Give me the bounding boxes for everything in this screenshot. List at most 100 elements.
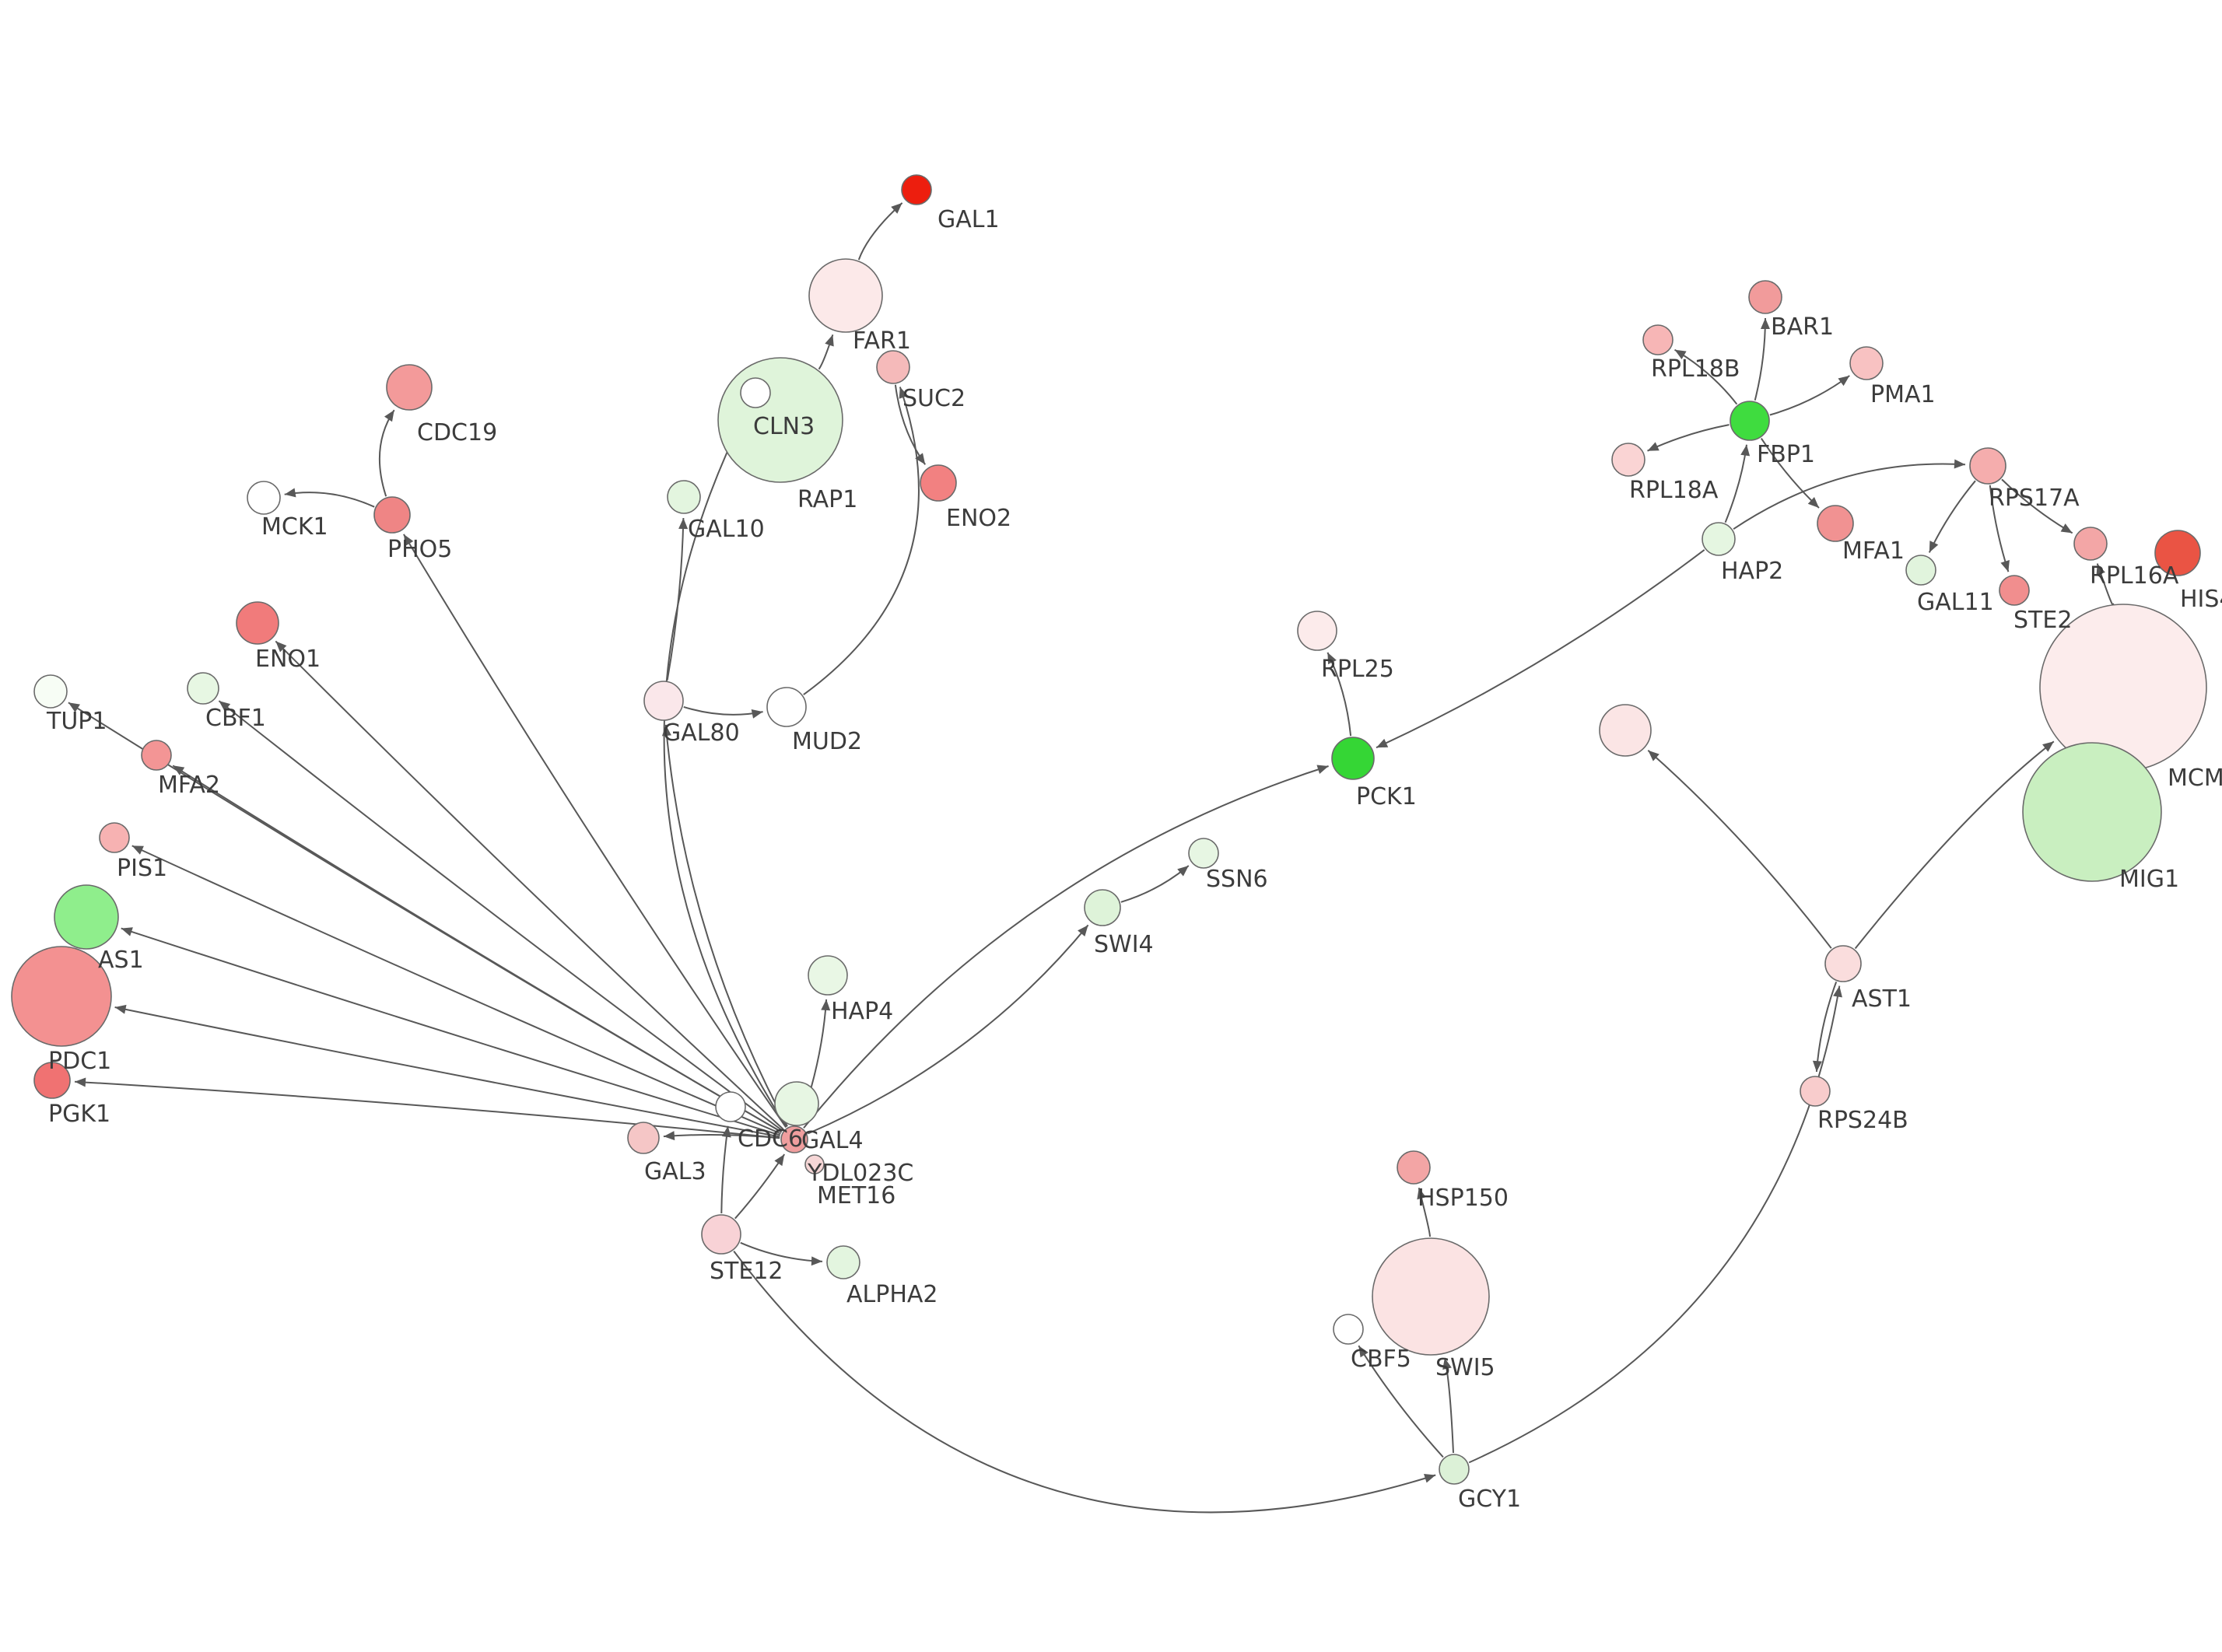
node-STE2[interactable] [1999,575,2030,606]
node-PHO5[interactable] [373,496,411,534]
node-SUC2[interactable] [876,350,910,384]
edge-GAL4-GAL80[interactable] [661,724,788,1127]
node-GAL3[interactable] [627,1122,660,1154]
edge-GAL4-PIS1[interactable] [131,845,781,1135]
edge-FBP1-BAR1[interactable] [1754,317,1770,401]
edge-STE12-GCY1[interactable] [733,1250,1436,1514]
node-SWI5[interactable] [1372,1237,1490,1356]
node-SSN6[interactable] [1188,838,1219,869]
node-ENO2[interactable] [920,464,957,502]
edge-GAL4-PCK1[interactable] [803,765,1329,1129]
edge-RPS17A-GAL11[interactable] [1928,480,1976,553]
edge-GAL4-MFA2[interactable] [172,765,783,1133]
edge-AST1-MCM1[interactable] [1854,740,2055,950]
node-MFA1[interactable] [1817,505,1854,542]
node-FAR1[interactable] [808,258,883,333]
edge-GCY1-SWI5[interactable] [1442,1357,1454,1454]
edge-GAL4-PGK1[interactable] [74,1077,780,1139]
node-HAP2[interactable] [1702,522,1736,556]
edge-GAL4-CBF1[interactable] [218,700,783,1132]
edge-RPS17A-RPL16A[interactable] [2001,478,2073,534]
edge-FAR1-GAL1[interactable] [857,202,903,261]
edge-MUD2-SUC2[interactable] [803,387,920,695]
edge-HAP2-RPS17A[interactable] [1733,459,1966,530]
edge-STE12-CDC6[interactable] [720,1125,731,1214]
edge-GAL4-GAL3[interactable] [663,1131,780,1141]
node-GAL11[interactable] [1905,555,1936,586]
node-GCY1[interactable] [1439,1454,1470,1485]
edge-SWI4-SSN6[interactable] [1120,865,1190,903]
node-RPL16A[interactable] [2073,527,2108,561]
node-TUP1[interactable] [33,674,68,709]
node-MUD2[interactable] [766,687,807,727]
node-PCK1[interactable] [1331,737,1375,780]
node-GAL4[interactable] [780,1125,808,1153]
edge-CLN3-FAR1[interactable] [818,334,834,370]
edge-GCY1-CBF5[interactable] [1358,1345,1444,1458]
edge-FBP1-RPL18B[interactable] [1674,348,1738,405]
edge-SUC2-ENO2[interactable] [894,384,927,465]
node-NODE1[interactable] [1599,704,1652,757]
label-layer: GAL1FAR1SUC2CLN3RAP1ENO2GAL10CDC19MCK1PH… [46,206,2222,1513]
edge-STE12-GAL4[interactable] [734,1153,786,1220]
edge-SWI5-HSP150[interactable] [1417,1187,1431,1237]
node-CDC6[interactable] [715,1091,746,1122]
node-MFA2[interactable] [141,740,172,771]
node-RPS17A[interactable] [1969,447,2006,485]
node-HIS4[interactable] [2154,530,2201,576]
edge-GAL80-MUD2[interactable] [683,705,763,719]
edge-PCK1-RPL25[interactable] [1327,652,1352,737]
edge-PHO5-CDC19[interactable] [378,409,395,497]
edge-RPS17A-STE2[interactable] [1989,485,2010,572]
node-GAL1[interactable] [901,174,932,205]
node-HAP4[interactable] [808,955,848,996]
edge-STE12-ALPHA2[interactable] [740,1241,823,1266]
node-CDC19[interactable] [386,364,433,411]
node-STE12[interactable] [701,1214,741,1255]
edge-PHO5-MCK1[interactable] [284,488,375,508]
node-RPL18B[interactable] [1642,324,1674,355]
node-AST1[interactable] [1824,945,1862,982]
edge-HAP2-FBP1[interactable] [1724,444,1751,523]
node-PMA1[interactable] [1849,346,1884,380]
node-PIS1[interactable] [99,822,130,853]
node-SWI4[interactable] [1084,889,1121,926]
edge-HAP2-PCK1[interactable] [1376,549,1705,749]
node-MET16[interactable] [804,1154,825,1174]
node-GAL10[interactable] [667,480,701,514]
label-GAL1: GAL1 [938,206,1000,233]
edge-GAL4-RAP1[interactable] [663,409,787,1128]
node-PDC1[interactable] [11,946,112,1047]
node-RAP1[interactable] [740,377,771,408]
edge-GCY1-AST1[interactable] [1468,985,1842,1464]
label-CDC6: CDC6 [738,1125,803,1153]
node-RPS24B[interactable] [1800,1076,1831,1107]
edge-FBP1-PMA1[interactable] [1769,375,1850,416]
node-ALPHA2[interactable] [826,1245,860,1279]
node-FBP1[interactable] [1730,401,1770,441]
node-MIG1[interactable] [2022,742,2162,882]
edge-GAL4-PDC1[interactable] [114,1004,780,1138]
edge-FBP1-MFA1[interactable] [1760,438,1820,509]
node-RPL25[interactable] [1297,611,1337,651]
node-RPL18A[interactable] [1611,443,1645,477]
edge-GAL4-SWI4[interactable] [808,924,1089,1135]
node-BAR1[interactable] [1748,280,1782,314]
node-MCK1[interactable] [247,481,281,515]
node-ENO1[interactable] [236,601,279,645]
label-GAL4: GAL4 [801,1127,864,1154]
edge-GAL4-ENO1[interactable] [275,640,784,1130]
edge-FBP1-RPL18A[interactable] [1647,424,1730,452]
edge-GAL4-PHO5[interactable] [403,534,787,1128]
edge-AST1-RPS24B[interactable] [1812,982,1838,1073]
node-CBF1[interactable] [187,672,219,705]
node-HSP150[interactable] [1397,1150,1431,1185]
node-PGK1[interactable] [33,1062,71,1099]
edge-GAL4-AS1[interactable] [121,927,781,1136]
edge-AST1-NODE1[interactable] [1647,750,1832,949]
label-HAP4: HAP4 [831,998,893,1025]
node-AS1[interactable] [54,884,119,950]
node-CBF5[interactable] [1333,1314,1364,1345]
node-YDL023C[interactable] [774,1081,819,1126]
node-GAL80[interactable] [643,681,684,721]
